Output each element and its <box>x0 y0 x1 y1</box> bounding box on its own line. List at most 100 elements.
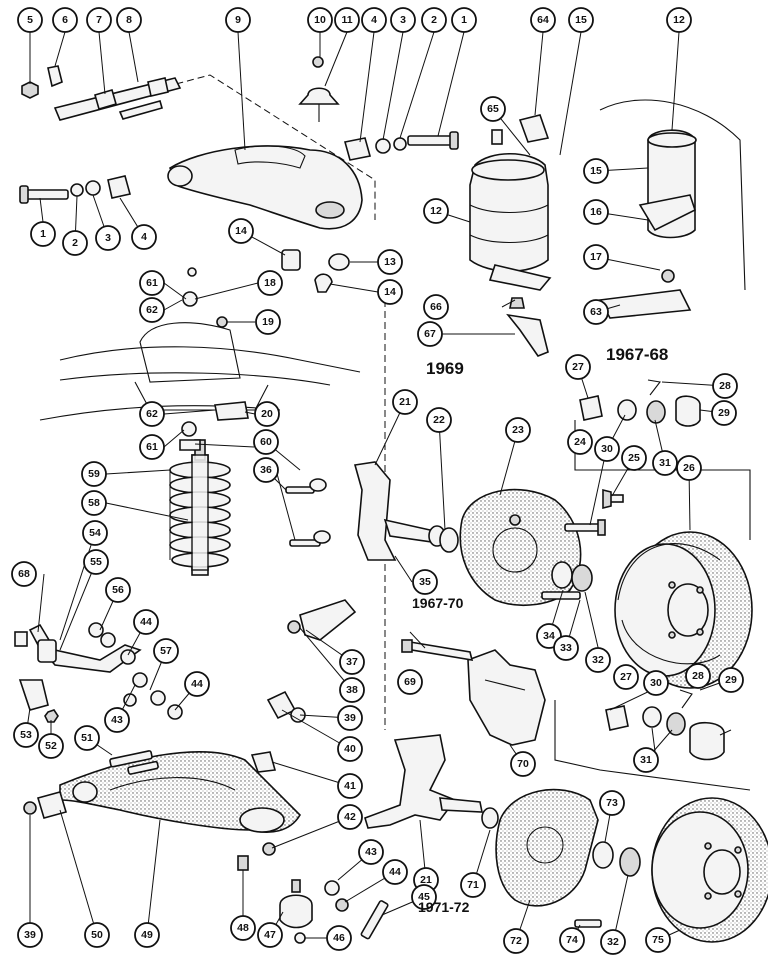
caption-1969: 1969 <box>426 359 464 378</box>
svg-text:27: 27 <box>572 361 584 373</box>
brake-shield-disc <box>481 788 599 907</box>
svg-text:14: 14 <box>235 225 247 237</box>
svg-text:21: 21 <box>420 874 432 886</box>
callout-3a: 3 <box>390 7 416 33</box>
callout-24: 24 <box>567 429 593 455</box>
callout-16: 16 <box>583 199 609 225</box>
svg-text:4: 4 <box>141 231 147 243</box>
svg-text:44: 44 <box>389 866 401 878</box>
shock-absorber-1969 <box>469 114 552 291</box>
callout-10: 10 <box>307 7 333 33</box>
callout-8: 8 <box>116 7 142 33</box>
svg-text:73: 73 <box>606 797 618 809</box>
callout-15a: 15 <box>568 7 594 33</box>
svg-text:18: 18 <box>264 277 276 289</box>
lower-brackets <box>237 751 277 871</box>
callout-9: 9 <box>225 7 251 33</box>
callout-59: 59 <box>81 461 107 487</box>
callout-5: 5 <box>17 7 43 33</box>
svg-text:2: 2 <box>72 237 78 249</box>
svg-text:44: 44 <box>140 616 152 628</box>
callout-18: 18 <box>257 270 283 296</box>
lock-tab-6 <box>47 65 63 88</box>
svg-text:10: 10 <box>314 14 326 26</box>
callout-47: 47 <box>257 922 283 948</box>
svg-text:31: 31 <box>640 754 652 766</box>
svg-text:54: 54 <box>89 527 101 539</box>
frame-outline <box>39 322 361 421</box>
callout-25: 25 <box>621 445 647 471</box>
callout-74: 74 <box>559 927 585 953</box>
svg-text:32: 32 <box>607 936 619 948</box>
callout-65: 65 <box>480 96 506 122</box>
callout-73: 73 <box>599 790 625 816</box>
svg-text:68: 68 <box>18 568 30 580</box>
callout-48: 48 <box>230 915 256 941</box>
lower-control-arm <box>59 751 302 833</box>
svg-text:8: 8 <box>126 14 132 26</box>
callouts: 5 6 7 8 9 10 11 4 3 2 1 64 15 12 65 15 1… <box>11 7 744 955</box>
svg-text:48: 48 <box>237 922 249 934</box>
svg-text:35: 35 <box>419 576 431 588</box>
hub-hardware-upper <box>579 379 701 427</box>
svg-text:63: 63 <box>590 306 602 318</box>
svg-text:64: 64 <box>537 14 549 26</box>
callout-33: 33 <box>553 635 579 661</box>
caption-1967-70: 1967-70 <box>412 595 464 611</box>
lower-arm-bushings <box>23 690 306 819</box>
svg-text:55: 55 <box>90 556 102 568</box>
svg-text:28: 28 <box>692 670 704 682</box>
svg-text:43: 43 <box>111 714 123 726</box>
upper-arm-bolt-right <box>343 131 459 161</box>
svg-text:32: 32 <box>592 654 604 666</box>
shock-bracket-1969 <box>506 297 549 357</box>
svg-text:70: 70 <box>517 758 529 770</box>
svg-text:59: 59 <box>88 468 100 480</box>
callout-60: 60 <box>253 429 279 455</box>
callout-39a: 39 <box>337 705 363 731</box>
svg-text:7: 7 <box>96 14 102 26</box>
svg-text:39: 39 <box>344 712 356 724</box>
callout-7: 7 <box>86 7 112 33</box>
svg-text:66: 66 <box>430 301 442 313</box>
svg-text:57: 57 <box>160 645 172 657</box>
svg-text:29: 29 <box>718 407 730 419</box>
svg-text:45: 45 <box>418 891 430 903</box>
callout-12a: 12 <box>666 7 692 33</box>
callout-69: 69 <box>397 669 423 695</box>
brake-drum <box>614 531 753 689</box>
callout-26: 26 <box>676 455 702 481</box>
callout-30a: 30 <box>594 436 620 462</box>
callout-70: 70 <box>510 751 536 777</box>
callout-6: 6 <box>52 7 78 33</box>
svg-text:38: 38 <box>346 684 358 696</box>
svg-text:15: 15 <box>575 14 587 26</box>
svg-text:47: 47 <box>264 929 276 941</box>
callout-75: 75 <box>645 927 671 953</box>
svg-text:9: 9 <box>235 14 241 26</box>
callout-28a: 28 <box>712 373 738 399</box>
callout-56: 56 <box>105 577 131 603</box>
svg-text:39: 39 <box>24 929 36 941</box>
callout-4a: 4 <box>361 7 387 33</box>
callout-35: 35 <box>412 569 438 595</box>
svg-text:12: 12 <box>430 205 442 217</box>
svg-text:61: 61 <box>146 441 158 453</box>
brake-backing-plate <box>459 488 582 606</box>
callout-41: 41 <box>337 773 363 799</box>
svg-text:69: 69 <box>404 676 416 688</box>
callout-66: 66 <box>423 294 449 320</box>
callout-12b: 12 <box>423 198 449 224</box>
svg-text:14: 14 <box>384 286 396 298</box>
callout-1a: 1 <box>451 7 477 33</box>
svg-text:26: 26 <box>683 462 695 474</box>
callout-68: 68 <box>11 561 37 587</box>
callout-36: 36 <box>253 457 279 483</box>
svg-text:41: 41 <box>344 780 356 792</box>
callout-62a: 62 <box>139 297 165 323</box>
steering-knuckle-lower <box>364 734 483 829</box>
callout-29b: 29 <box>718 667 744 693</box>
callout-61a: 61 <box>139 270 165 296</box>
callout-3b: 3 <box>95 225 121 251</box>
bumpers-13-14 <box>281 249 350 293</box>
